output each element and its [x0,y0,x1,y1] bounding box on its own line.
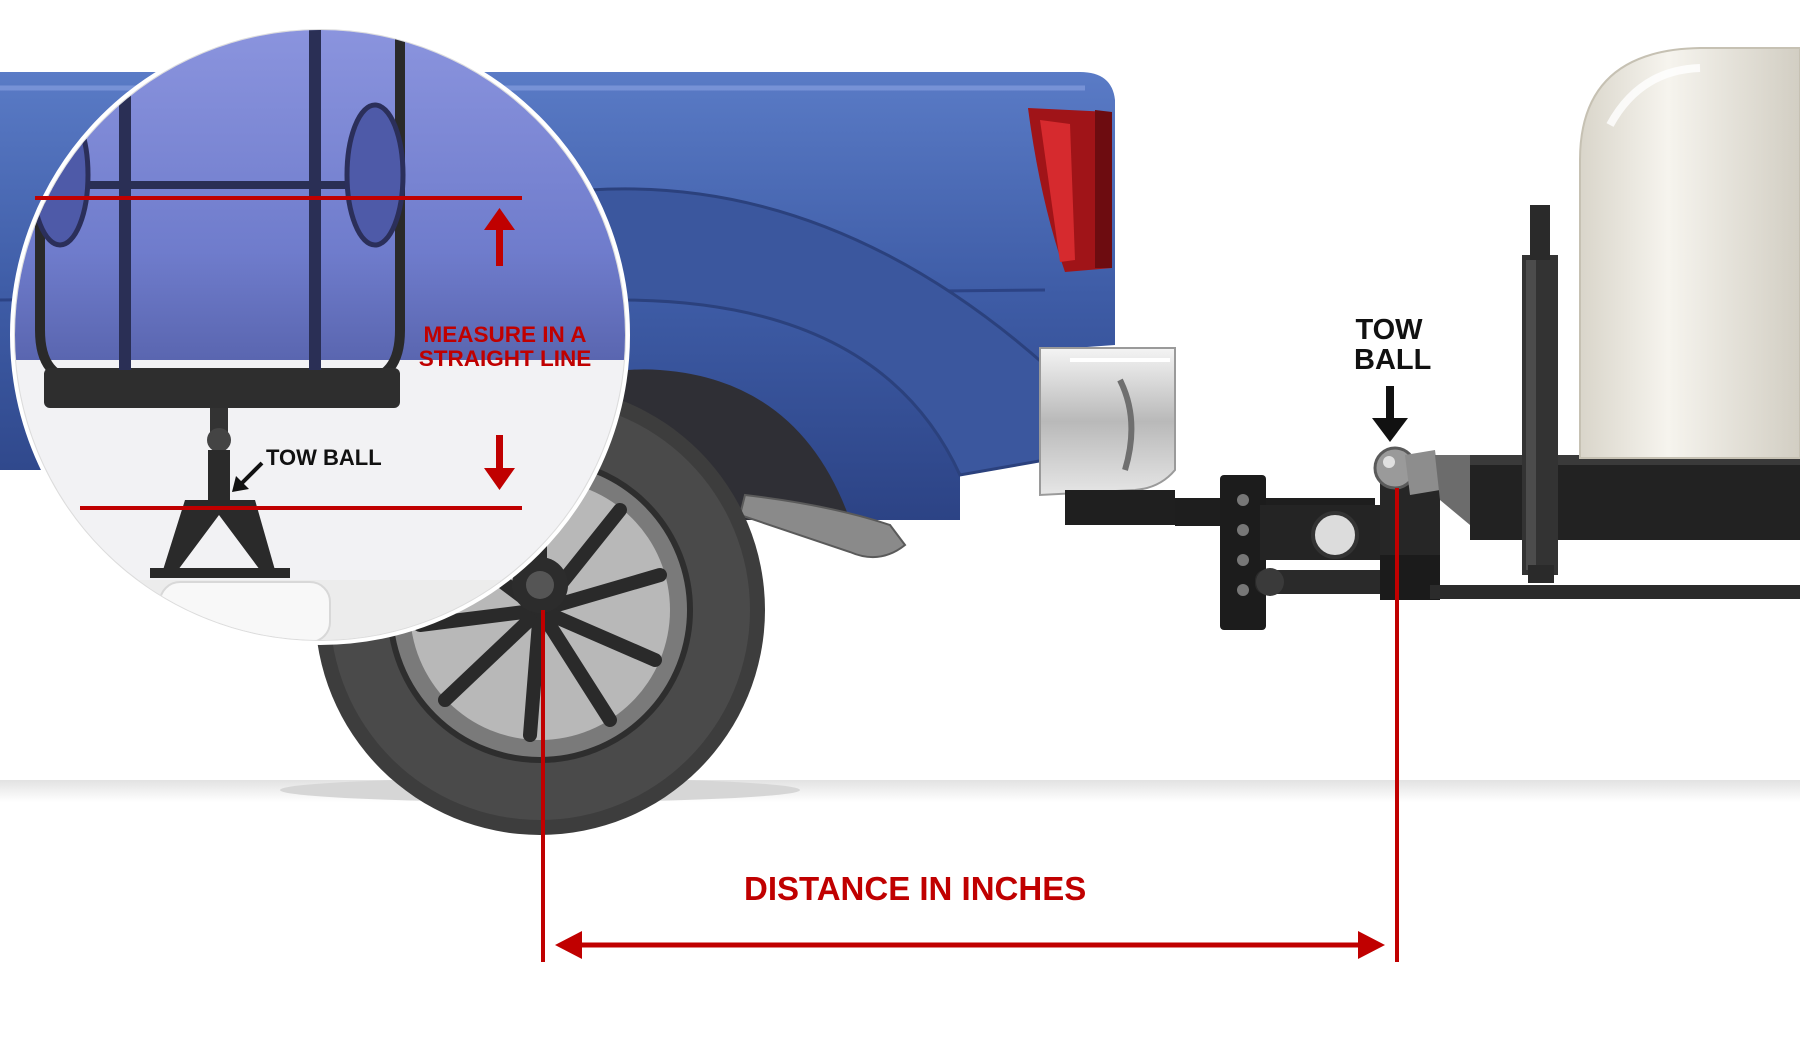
inset-magnifier [10,25,630,645]
hitch-gauge [1311,511,1359,559]
inset-pointer-arrow [238,461,264,487]
tail-light [1028,108,1112,272]
measure-label-line1: MEASURE IN A [423,322,587,347]
measure-label-line2: STRAIGHT LINE [418,345,592,371]
measure-straight-line-label: MEASURE IN A STRAIGHT LINE [405,323,605,370]
distance-label: DISTANCE IN INCHES [744,870,1087,907]
receiver-hitch [1065,490,1175,525]
weight-distribution-hitch [1175,465,1800,630]
inset-up-arrow [496,224,503,266]
ground-shadow [0,780,1800,802]
tow-ball-label-line2: BALL [1354,344,1432,377]
measurement-guides [541,488,1399,962]
tow-ball-label: TOW BALL [1354,314,1432,377]
distance-arrow-left [555,931,582,959]
rear-bumper [1039,347,1176,525]
inset-tow-ball-label: TOW BALL [266,445,382,470]
inset-down-arrow [496,435,503,475]
propane-tank [1579,47,1800,459]
tow-ball-pointer [1372,386,1408,442]
exhaust-pipe [738,493,907,559]
trailer-frame [1470,205,1800,583]
distance-arrow-right [1358,931,1385,959]
tow-ball-label-line1: TOW [1355,314,1423,346]
